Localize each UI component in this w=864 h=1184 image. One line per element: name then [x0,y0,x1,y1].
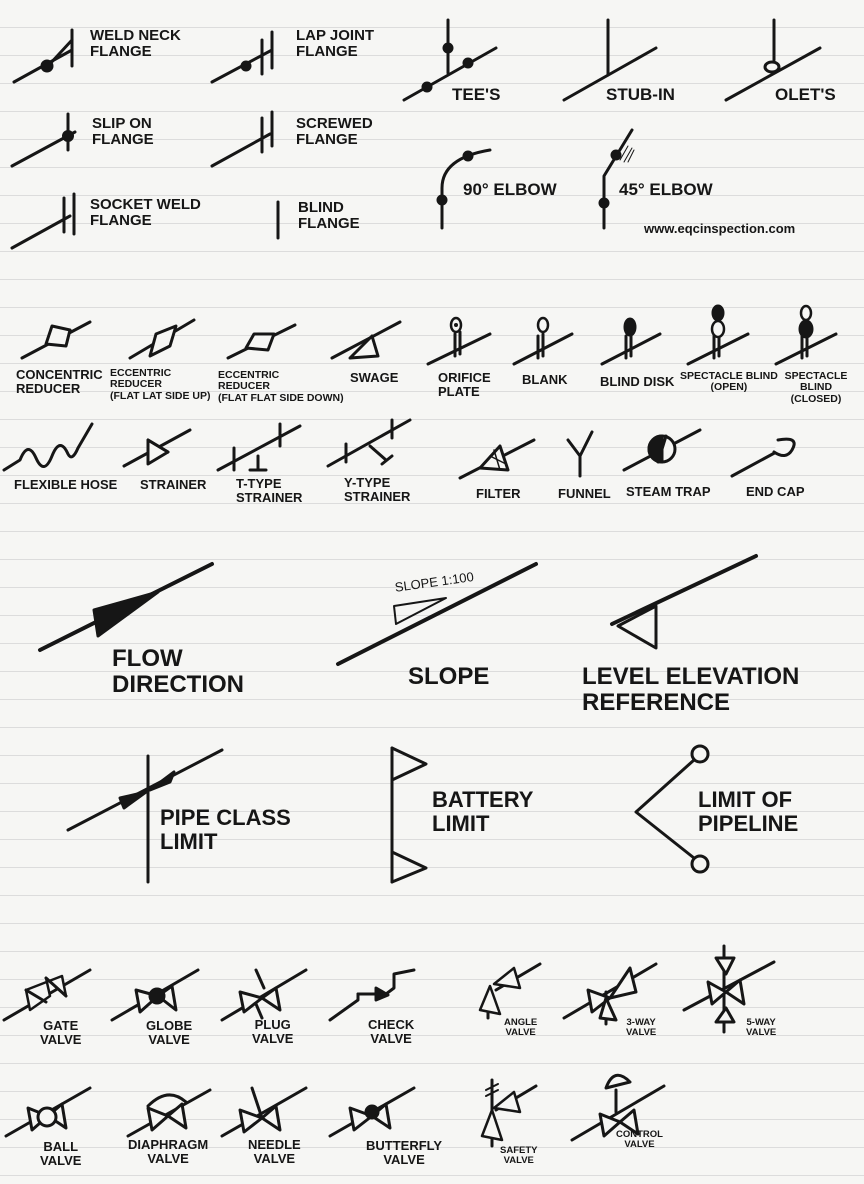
pipe-class-limit-symbol [66,748,224,884]
elbow-45-symbol [598,128,635,230]
level-elevation-reference-label: LEVEL ELEVATION REFERENCE [582,663,800,716]
needle-valve-label: NEEDLE VALVE [248,1137,301,1167]
strainer-label: STRAINER [140,477,207,492]
stub-in-symbol [562,18,658,102]
steam-trap-symbol [622,428,702,472]
funnel-label: FUNNEL [558,486,611,501]
elbow-90-label: 90° ELBOW [463,180,557,199]
screwed-flange-label: SCREWED FLANGE [296,115,373,149]
3-way-valve-symbol [562,962,658,1026]
website-label: www.eqcinspection.com [644,221,796,236]
butterfly-valve-symbol [328,1086,416,1138]
t-type-strainer-label: T-TYPE STRAINER [236,476,303,506]
eccentric-reducer-flat-down-symbol [226,323,297,360]
gate-valve-label: GATE VALVE [40,1018,82,1048]
diaphragm-valve-symbol [126,1088,212,1138]
blind-disk-symbol [600,317,662,366]
spectacle-blind-closed-symbol [774,304,838,366]
swage-symbol [330,320,402,360]
check-valve-label: CHECK VALVE [368,1017,415,1047]
stub-in-label: STUB-IN [606,85,675,104]
steam-trap-label: STEAM TRAP [626,484,711,499]
butterfly-valve-label: BUTTERFLY VALVE [366,1138,443,1168]
weld-neck-flange-label: WELD NECK FLANGE [90,27,181,61]
globe-valve-label: GLOBE VALVE [146,1018,193,1048]
level-elevation-reference-symbol [610,554,758,650]
globe-valve-symbol [110,968,200,1022]
flow-direction-label: FLOW DIRECTION [112,645,244,698]
orifice-plate-label: ORIFICE PLATE [438,370,491,400]
swage-label: SWAGE [350,370,399,385]
slip-on-flange-symbol [10,112,77,168]
blind-disk-label: BLIND DISK [600,374,675,389]
5-way-valve-label: 5-WAY VALVE [746,1017,777,1039]
orifice-plate-symbol [426,316,492,366]
concentric-reducer-symbol [20,320,92,360]
safety-valve-symbol [480,1078,538,1148]
socket-weld-flange-label: SOCKET WELD FLANGE [90,196,201,230]
battery-limit-label: BATTERY LIMIT [432,787,534,836]
limit-of-pipeline-symbol [634,744,710,874]
eccentric-reducer-flat-up-symbol [128,318,196,360]
angle-valve-label: ANGLE VALVE [504,1017,538,1039]
flexible-hose-symbol [2,422,94,472]
flow-direction-symbol [38,562,214,652]
tee-symbol [402,18,498,102]
lap-joint-flange-symbol [210,30,274,84]
plug-valve-label: PLUG VALVE [252,1017,294,1047]
y-type-strainer-label: Y-TYPE STRAINER [344,475,411,505]
slope-label: SLOPE [408,663,490,690]
slip-on-flange-label: SLIP ON FLANGE [92,115,154,149]
y-type-strainer-symbol [326,418,412,468]
pipe-class-limit-label: PIPE CLASS LIMIT [160,805,291,854]
t-type-strainer-symbol [216,422,302,472]
lap-joint-flange-label: LAP JOINT FLANGE [296,27,375,61]
olet-symbol [724,18,822,102]
blind-flange-label: BLIND FLANGE [298,199,360,233]
ball-valve-symbol [4,1086,92,1138]
flexible-hose-label: FLEXIBLE HOSE [14,477,118,492]
slope-symbol [336,562,538,666]
plug-valve-symbol [220,968,308,1022]
spectacle-blind-closed-label: SPECTACLE BLIND (CLOSED) [784,370,848,405]
5-way-valve-symbol [682,944,776,1034]
spectacle-blind-open-label: SPECTACLE BLIND (OPEN) [680,370,778,394]
weld-neck-flange-symbol [12,28,74,84]
filter-label: FILTER [476,486,521,501]
funnel-symbol [566,430,594,478]
end-cap-symbol [730,437,796,478]
olets-label: OLET'S [775,85,836,104]
elbow-90-symbol [436,148,492,230]
strainer-symbol [122,428,192,468]
ball-valve-label: BALL VALVE [40,1139,82,1169]
screwed-flange-symbol [210,110,274,168]
spectacle-blind-open-symbol [686,304,750,366]
control-valve-symbol [570,1073,666,1142]
gate-valve-symbol [2,968,92,1022]
diaphragm-valve-label: DIAPHRAGM VALVE [128,1137,209,1167]
3-way-valve-label: 3-WAY VALVE [626,1017,657,1039]
elbow-45-label: 45° ELBOW [619,180,713,199]
safety-valve-label: SAFETY VALVE [500,1145,538,1167]
needle-valve-symbol [220,1086,308,1138]
check-valve-symbol [328,968,416,1022]
eccentric-reducer-down-label: ECCENTRIC REDUCER (FLAT FLAT SIDE DOWN) [218,369,344,404]
battery-limit-symbol [390,746,428,884]
control-valve-label: CONTROL VALVE [616,1129,663,1151]
socket-weld-flange-symbol [10,192,76,250]
eccentric-reducer-up-label: ECCENTRIC REDUCER (FLAT LAT SIDE UP) [110,367,211,402]
end-cap-label: END CAP [746,484,805,499]
blank-symbol [512,316,574,366]
blank-label: BLANK [522,372,568,387]
limit-of-pipeline-label: LIMIT OF PIPELINE [698,787,799,836]
tees-label: TEE'S [452,85,501,104]
filter-symbol [458,438,536,480]
angle-valve-symbol [478,962,542,1020]
concentric-reducer-label: CONCENTRIC REDUCER [16,367,103,397]
